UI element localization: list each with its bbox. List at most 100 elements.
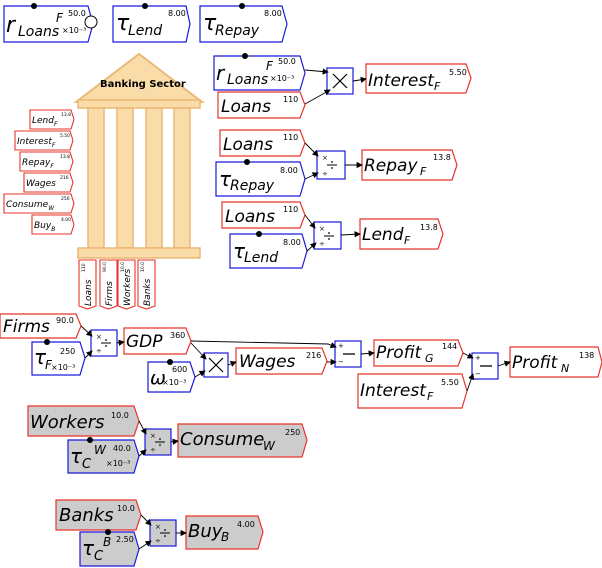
r-loans-f-sub: Loans xyxy=(18,24,59,40)
profit-n-variable[interactable]: Profit N 138 xyxy=(509,346,602,378)
multiply-operator-wages[interactable] xyxy=(203,352,229,378)
loans-variable-3[interactable]: Loans 110 xyxy=(221,201,306,229)
subtract-operator-profit-n[interactable]: + − xyxy=(471,352,499,380)
loans-variable-2[interactable]: Loans 110 xyxy=(219,129,306,157)
svg-text:×: × xyxy=(322,154,328,162)
interest-f-right-sub: F xyxy=(434,80,441,93)
gdp-variable[interactable]: GDP 360 xyxy=(123,327,192,355)
banking-flow-repay[interactable]: RepayF 13.8 xyxy=(19,151,74,172)
omega-symbol: ω xyxy=(150,367,166,389)
svg-text:×: × xyxy=(155,523,161,531)
divide-operator-lend[interactable]: × ÷ xyxy=(313,221,342,250)
profit-g-name: Profit xyxy=(376,343,423,363)
banking-sector-godley-table[interactable]: Banking Sector xyxy=(73,52,205,259)
banking-stock-name: Workers xyxy=(123,268,133,306)
consume-w-sub: W xyxy=(263,439,276,453)
divide-operator-buy[interactable]: × ÷ xyxy=(149,519,177,547)
tau-cb-param[interactable]: τ C B 2.50 xyxy=(79,529,140,567)
tau-lend-right-value: 8.00 xyxy=(283,238,301,247)
consume-w-variable[interactable]: Consume W 250 xyxy=(177,423,308,458)
tau-cw-param[interactable]: τ C W 40.0 ×10⁻³ xyxy=(67,437,140,474)
loans-3-value: 110 xyxy=(283,205,298,214)
buy-b-sub: B xyxy=(221,530,229,544)
wages-variable[interactable]: Wages 216 xyxy=(235,347,328,375)
svg-text:×: × xyxy=(319,225,325,233)
tau-cb-symbol: τ xyxy=(82,536,95,560)
r-loans-f-right-symbol: r xyxy=(216,61,226,85)
tau-cw-sub: C xyxy=(82,457,92,472)
interest-f-mid-value: 5.50 xyxy=(441,378,459,387)
repay-f-variable-right[interactable]: Repay F 13.8 xyxy=(361,149,458,181)
banking-stock-name: Loans xyxy=(84,279,94,306)
banking-flow-sub: F xyxy=(52,142,56,149)
r-loans-f-param-top[interactable]: r Loans F 50.0 ×10⁻³ xyxy=(3,3,98,43)
tau-cb-value: 2.50 xyxy=(116,535,134,544)
tau-f-param[interactable]: τ F 250 ×10⁻³ xyxy=(31,339,86,376)
banks-stock-variable[interactable]: Banks 10.0 xyxy=(55,499,142,531)
tau-cw-symbol: τ xyxy=(70,444,83,468)
tau-f-sub: F xyxy=(45,358,53,372)
banking-sector-title: Banking Sector xyxy=(100,79,186,90)
banking-stock-loans[interactable]: Loans 110 xyxy=(78,259,97,310)
tau-lend-right-sub: Lend xyxy=(244,250,278,266)
wages-value: 216 xyxy=(306,351,321,360)
banking-stock-name: Firms xyxy=(105,281,115,306)
banking-flow-value: 13.8 xyxy=(60,154,70,160)
divide-operator-consume[interactable]: × ÷ xyxy=(144,428,172,456)
svg-text:÷: ÷ xyxy=(319,240,325,248)
banking-flow-sub: F xyxy=(50,163,54,170)
tau-repay-param-right[interactable]: τ Repay 8.00 xyxy=(215,159,306,197)
banking-flow-name: InterestF xyxy=(17,137,56,149)
tau-repay-symbol: τ xyxy=(203,11,217,36)
divide-operator-repay[interactable]: × ÷ xyxy=(316,150,346,180)
profit-n-sub: N xyxy=(561,362,569,375)
svg-text:−: − xyxy=(338,358,344,366)
wires xyxy=(80,68,511,550)
lend-f-right-value: 13.8 xyxy=(420,223,438,232)
banking-flow-consume[interactable]: ConsumeW 250 xyxy=(3,193,75,214)
profit-n-name: Profit xyxy=(512,353,559,373)
banking-stock-value: 110 xyxy=(81,263,87,272)
wages-name: Wages xyxy=(239,352,296,372)
banking-stock-value: 10.0 xyxy=(120,262,126,272)
svg-text:+: + xyxy=(338,342,344,350)
lend-f-variable-right[interactable]: Lend F 13.8 xyxy=(359,218,444,250)
interest-f-right-value: 5.50 xyxy=(449,68,467,77)
loans-3-name: Loans xyxy=(225,207,275,227)
banking-flow-name: ConsumeW xyxy=(6,200,55,212)
r-loans-f-param-right[interactable]: r Loans F 50.0 ×10⁻³ xyxy=(213,53,306,91)
loans-variable-1[interactable]: Loans 110 xyxy=(217,91,306,119)
interest-f-variable-mid[interactable]: Interest F 5.50 xyxy=(357,373,468,409)
omega-param[interactable]: ω 600 ×10⁻³ xyxy=(147,359,196,393)
gdp-name: GDP xyxy=(126,332,163,352)
tau-lend-param-right[interactable]: τ Lend 8.00 xyxy=(229,231,308,269)
subtract-operator-profit-g[interactable]: + − xyxy=(334,340,362,368)
banking-flow-sub: W xyxy=(48,205,55,212)
interest-f-variable-right[interactable]: Interest F 5.50 xyxy=(365,63,472,94)
divide-operator-gdp[interactable]: × ÷ xyxy=(90,329,118,357)
multiply-operator-interest[interactable] xyxy=(326,67,354,95)
firms-variable[interactable]: Firms 90.0 xyxy=(0,313,82,339)
buy-b-variable[interactable]: Buy B 4.00 xyxy=(185,515,264,550)
interest-f-right-name: Interest xyxy=(368,71,435,91)
profit-g-value: 144 xyxy=(442,342,457,351)
omega-value: 600 xyxy=(172,365,187,374)
interest-f-mid-name: Interest xyxy=(360,381,427,401)
banking-flow-name: RepayF xyxy=(22,158,54,170)
profit-g-variable[interactable]: Profit G 144 xyxy=(373,339,464,367)
banking-flow-value: 250 xyxy=(61,196,70,202)
loans-1-name: Loans xyxy=(221,97,271,117)
workers-stock-variable[interactable]: Workers 10.0 xyxy=(27,405,140,437)
tau-cb-sup: B xyxy=(103,535,111,549)
repay-f-right-name: Repay xyxy=(364,156,418,176)
tau-lend-param-top[interactable]: τ Lend 8.00 xyxy=(112,3,191,43)
interest-f-mid-sub: F xyxy=(427,390,434,403)
tau-repay-param-top[interactable]: τ Repay 8.00 xyxy=(199,3,288,43)
